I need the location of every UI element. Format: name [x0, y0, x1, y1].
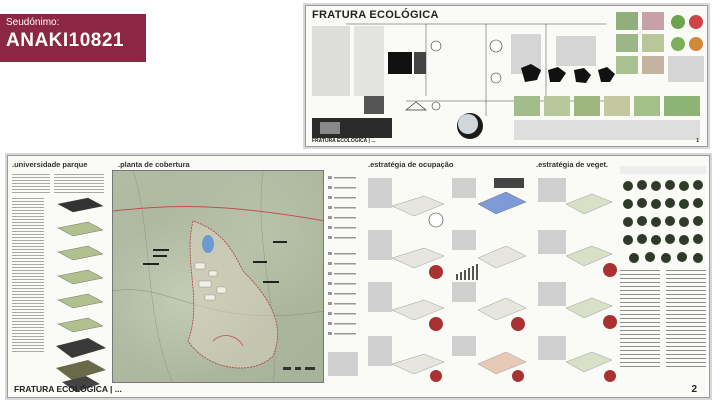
- pseudonym-label: Seudónimo: ANAKI10821: [0, 14, 146, 62]
- text-block: [12, 198, 44, 353]
- board-2-footer: FRATURA ECOLÓGICA | ...: [14, 384, 122, 394]
- section-title-planta-de-cobertura: .planta de cobertura: [118, 160, 190, 169]
- section-title-estrategia-de-vegetacao: .estratégia de veget.: [536, 160, 609, 169]
- pseudonym-code: ANAKI10821: [6, 30, 124, 51]
- volumetric-thumbnails: [56, 197, 106, 392]
- section-title-universidade-parque: .universidade parque: [12, 160, 88, 169]
- section-title-estrategia-de-ocupacao: .estratégia de ocupação: [368, 160, 454, 169]
- board-1-footer: FRATURA ECOLÓGICA | ...: [312, 138, 376, 144]
- pseudonym-caption: Seudónimo:: [6, 17, 60, 28]
- board-2: .universidade parque .planta de cobertur…: [7, 155, 710, 398]
- site-plan-map: [112, 170, 324, 383]
- vegetation-strategy-grid: [538, 178, 617, 382]
- board-1: FRATURA ECOLÓGICA: [305, 5, 708, 147]
- text-block: [12, 174, 50, 194]
- site-plan-drawing: [113, 171, 323, 382]
- vegetation-species-panel: [620, 166, 706, 367]
- text-block: [54, 174, 104, 194]
- occupation-strategy-grid: [368, 178, 527, 382]
- board-1-diagram: [312, 12, 704, 140]
- board-2-page-number: 2: [691, 384, 697, 395]
- board-1-page-number: 1: [696, 138, 699, 144]
- board-1-title: FRATURA ECOLÓGICA: [312, 9, 439, 21]
- map-legend: [328, 176, 358, 376]
